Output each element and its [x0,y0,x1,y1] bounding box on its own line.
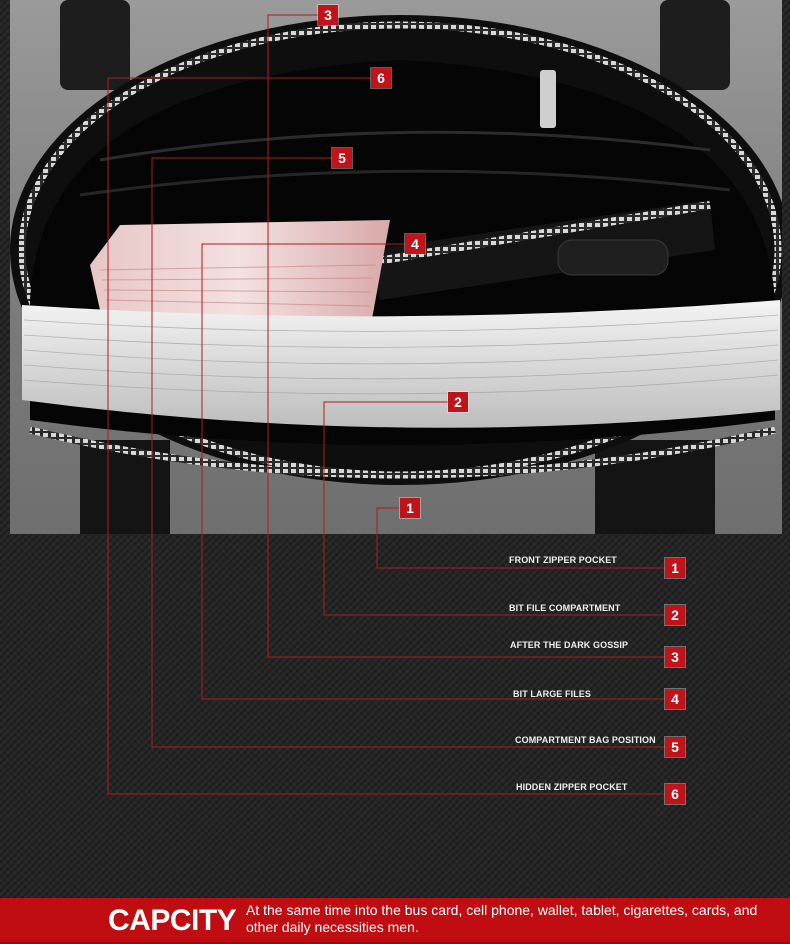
capacity-banner: CAPCITY At the same time into the bus ca… [0,898,790,944]
bag-illustration [10,0,782,534]
bag-interior-photo [10,0,782,534]
callout-badge-6: 6 [371,68,391,88]
legend-label-4: BIT LARGE FILES [513,689,591,699]
legend-label-1: FRONT ZIPPER POCKET [509,555,617,565]
legend-label-5: COMPARTMENT BAG POSITION [515,735,656,745]
legend-badge-3: 3 [665,647,685,667]
callout-badge-2: 2 [448,392,468,412]
callout-badge-1: 1 [400,498,420,518]
legend-badge-1: 1 [665,558,685,578]
banner-title: CAPCITY [108,904,237,937]
legend-label-2: BIT FILE COMPARTMENT [509,603,621,613]
callout-badge-4: 4 [405,234,425,254]
legend-label-3: AFTER THE DARK GOSSIP [510,640,629,650]
legend-label-6: HIDDEN ZIPPER POCKET [516,782,628,792]
legend-badge-2: 2 [665,605,685,625]
legend-badge-6: 6 [665,784,685,804]
banner-description: At the same time into the bus card, cell… [246,902,758,935]
legend-badge-5: 5 [665,737,685,757]
legend-badge-4: 4 [665,689,685,709]
callout-badge-3: 3 [318,5,338,25]
callout-badge-5: 5 [332,148,352,168]
